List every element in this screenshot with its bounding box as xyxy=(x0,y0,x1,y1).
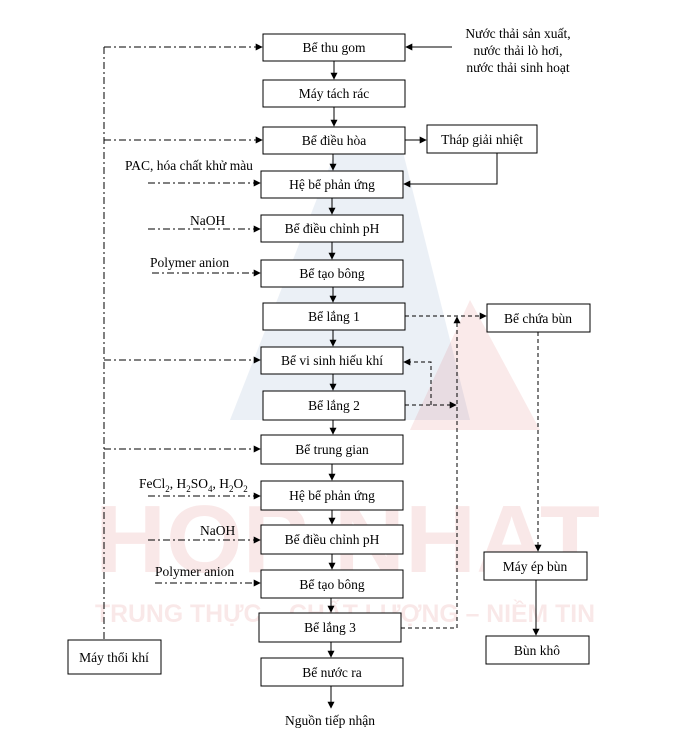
wastewater-input-line1: Nước thải sản xuất, xyxy=(465,26,570,41)
box-settling-1 xyxy=(262,302,406,331)
chem-polymer-2-label: Polymer anion xyxy=(155,564,234,579)
chem-fenton-label: FeCl2, H2SO4, H2O2 xyxy=(139,476,248,494)
box-equalization-tank-label: Bể điều hòa xyxy=(302,133,366,148)
box-settling-3 xyxy=(258,612,402,643)
box-settling-1-label: Bể lắng 1 xyxy=(308,309,360,324)
box-settling-3-label: Bể lắng 3 xyxy=(304,620,356,635)
air-blower-group: Máy thổi khí xyxy=(67,43,263,675)
box-flocculation-1 xyxy=(260,259,404,288)
box-flocculation-1-label: Bể tạo bông xyxy=(299,266,364,281)
box-reaction-tanks-1-label: Hệ bể phản ứng xyxy=(289,177,375,192)
box-cooling-tower-label: Tháp giải nhiệt xyxy=(441,132,523,147)
box-intermediate-tank-label: Bể trung gian xyxy=(295,442,369,457)
box-dry-sludge xyxy=(485,635,590,665)
box-settling-2 xyxy=(262,390,406,421)
chem-naoh-1-label: NaOH xyxy=(190,213,225,228)
chemical-dosing: PAC, hóa chất khử màu NaOH Polymer anion… xyxy=(125,158,261,587)
box-outlet-tank xyxy=(260,657,404,687)
box-screen-separator-label: Máy tách rác xyxy=(299,86,369,101)
box-equalization-tank xyxy=(262,126,406,155)
chem-naoh-2-label: NaOH xyxy=(200,523,235,538)
box-settling-2-label: Bể lắng 2 xyxy=(308,398,360,413)
box-dry-sludge-label: Bùn khô xyxy=(514,643,560,658)
chem-pac-label: PAC, hóa chất khử màu xyxy=(125,158,253,173)
box-sludge-press-label: Máy ép bùn xyxy=(503,559,568,574)
box-outlet-tank-label: Bể nước ra xyxy=(302,665,361,680)
sludge-handling: Bể chứa bùn Máy ép bùn Bùn khô xyxy=(401,303,591,665)
main-chain: Bể thu gom Máy tách rác Bể điều hòa Hệ b… xyxy=(258,33,406,728)
main-chain-arrows xyxy=(327,61,338,709)
box-ph-adjust-1-label: Bể điều chỉnh pH xyxy=(285,221,380,236)
cooling-tower-group: Tháp giải nhiệt xyxy=(403,124,538,188)
watermark-logo-accent-icon xyxy=(410,300,540,430)
box-intermediate-tank xyxy=(260,434,404,465)
box-collection-tank-label: Bể thu gom xyxy=(303,40,366,55)
box-screen-separator xyxy=(262,79,406,108)
chem-polymer-1-label: Polymer anion xyxy=(150,255,229,270)
sludge-return-line xyxy=(403,358,432,405)
box-ph-adjust-2-label: Bể điều chỉnh pH xyxy=(285,532,380,547)
box-flocculation-2-label: Bể tạo bông xyxy=(299,577,364,592)
box-air-blower xyxy=(67,639,162,675)
box-reaction-tanks-2-label: Hệ bể phản ứng xyxy=(289,488,375,503)
box-cooling-tower xyxy=(426,124,538,154)
from-cooling-tower-arrow xyxy=(403,153,498,188)
receiving-source-label: Nguồn tiếp nhận xyxy=(285,713,375,728)
box-aerobic-tank xyxy=(260,346,404,375)
box-sludge-tank xyxy=(486,303,591,333)
box-sludge-tank-label: Bể chứa bùn xyxy=(504,311,572,326)
wastewater-input-line2: nước thải lò hơi, xyxy=(473,43,562,58)
box-air-blower-label: Máy thổi khí xyxy=(79,650,149,665)
wastewater-input: Nước thải sản xuất, nước thải lò hơi, nư… xyxy=(405,26,571,75)
box-ph-adjust-2 xyxy=(260,524,404,555)
box-sludge-press xyxy=(483,551,588,581)
box-aerobic-tank-label: Bể vi sinh hiếu khí xyxy=(281,353,383,368)
wastewater-input-line3: nước thải sinh hoạt xyxy=(466,60,570,75)
box-flocculation-2 xyxy=(260,569,404,599)
